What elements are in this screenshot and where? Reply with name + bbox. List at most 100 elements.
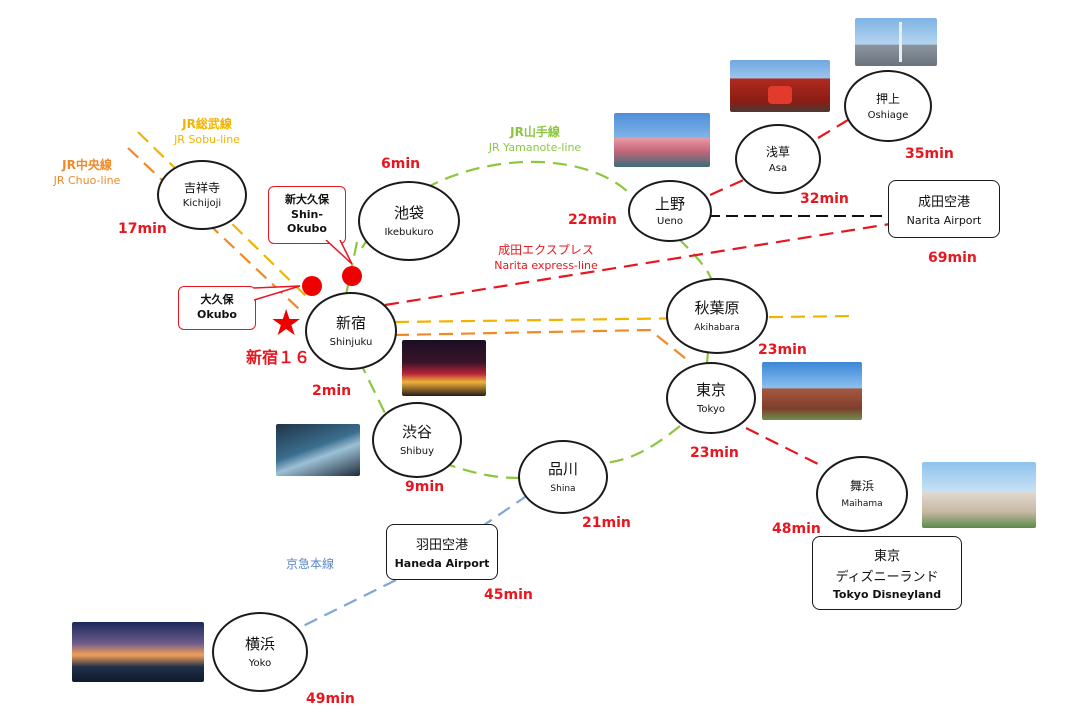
asakusa-kaminarimon-photo	[730, 60, 830, 112]
shibuya-en: Shibuy	[399, 446, 435, 458]
maihama-jp: 舞浜	[849, 479, 874, 493]
ueno-en: Ueno	[657, 216, 683, 228]
time-haneda: 45min	[484, 587, 533, 603]
station-yokohama[interactable]: 横浜 Yoko	[212, 612, 308, 692]
shin-okubo-jp: 新大久保	[285, 192, 329, 206]
station-shinjuku[interactable]: 新宿 Shinjuku	[305, 292, 397, 370]
shin-okubo-dot	[342, 266, 362, 286]
oshiage-jp: 押上	[875, 91, 900, 106]
time-shinjuku-shibuya: 2min	[312, 383, 352, 399]
shin-okubo-en2: Okubo	[287, 222, 327, 236]
narita-express-label: 成田エクスプレス Narita express-line	[476, 243, 616, 273]
shin-okubo-en1: Shin-	[291, 207, 323, 221]
station-ikebukuro[interactable]: 池袋 Ikebukuro	[358, 181, 460, 261]
shin-okubo-pointer	[325, 240, 353, 265]
haneda-jp: 羽田空港	[415, 538, 468, 553]
station-ueno[interactable]: 上野 Ueno	[628, 180, 712, 242]
kichijoji-jp: 吉祥寺	[183, 181, 220, 195]
narita-express-en: Narita express-line	[494, 258, 598, 272]
shinjuku-night-photo	[402, 340, 486, 396]
okubo-callout: 大久保 Okubo	[178, 286, 256, 330]
shinagawa-en: Shina	[550, 483, 576, 494]
station-akihabara[interactable]: 秋葉原 Akihabara	[666, 278, 768, 354]
narita-express-line	[384, 222, 891, 307]
narita-en: Narita Airport	[906, 214, 982, 227]
akihabara-en: Akihabara	[694, 322, 740, 333]
hotel-label: 新宿１６	[246, 348, 311, 367]
narita-express-jp: 成田エクスプレス	[498, 243, 594, 257]
okubo-dot	[302, 276, 322, 296]
time-narita: 69min	[928, 250, 977, 266]
yamanote-line-en: JR Yamanote-line	[488, 140, 582, 154]
box-narita-airport[interactable]: 成田空港 Narita Airport	[888, 180, 1000, 238]
shin-okubo-callout: 新大久保 Shin- Okubo	[268, 186, 346, 244]
tokyo-en: Tokyo	[697, 404, 725, 416]
asakusa-route	[709, 176, 749, 197]
ikebukuro-jp: 池袋	[393, 203, 424, 222]
sobu-line-jp: JR総武線	[182, 117, 232, 131]
shinjuku-en: Shinjuku	[329, 337, 373, 349]
box-haneda-airport[interactable]: 羽田空港 Haneda Airport	[386, 524, 498, 580]
akihabara-jp: 秋葉原	[694, 299, 740, 318]
chuo-line-label: JR中央線 JR Chuo-line	[32, 158, 142, 188]
time-shibuya: 9min	[405, 479, 445, 495]
shibuya-jp: 渋谷	[401, 422, 432, 441]
disney-jp1: 東京	[873, 549, 900, 564]
okubo-jp: 大久保	[200, 293, 234, 307]
time-ueno: 22min	[568, 212, 617, 228]
time-shinagawa: 21min	[582, 515, 631, 531]
tokyo-station-photo	[762, 362, 862, 420]
time-tokyo: 23min	[690, 445, 739, 461]
yamanote-line-jp: JR山手線	[510, 125, 560, 139]
keikyu-line-jp: 京急本線	[285, 557, 334, 571]
chuo-line-jp: JR中央線	[62, 158, 112, 172]
station-shinagawa[interactable]: 品川 Shina	[518, 440, 608, 514]
station-asakusa[interactable]: 浅草 Asa	[735, 124, 821, 194]
time-maihama: 48min	[772, 521, 821, 537]
disney-jp2: ディズニーランド	[835, 570, 939, 585]
oshiage-route	[817, 113, 859, 139]
ueno-jp: 上野	[654, 194, 685, 213]
station-tokyo[interactable]: 東京 Tokyo	[666, 362, 756, 434]
time-yokohama: 49min	[306, 691, 355, 707]
yokohama-night-photo	[72, 622, 204, 682]
box-tokyo-disneyland[interactable]: 東京 ディズニーランド Tokyo Disneyland	[812, 536, 962, 610]
shibuya-crossing-photo	[276, 424, 360, 476]
sobu-line-en: JR Sobu-line	[174, 132, 240, 146]
time-oshiage: 35min	[905, 146, 954, 162]
kichijoji-en: Kichijoji	[182, 198, 222, 209]
oshiage-en: Oshiage	[867, 109, 909, 121]
time-ikebukuro: 6min	[381, 156, 421, 172]
time-akihabara: 23min	[758, 342, 807, 358]
okubo-en: Okubo	[197, 308, 237, 321]
disneyland-photo	[922, 462, 1036, 528]
ikebukuro-en: Ikebukuro	[384, 227, 434, 239]
asakusa-jp: 浅草	[765, 144, 790, 159]
disney-en: Tokyo Disneyland	[832, 588, 942, 601]
yokohama-jp: 横浜	[244, 634, 275, 653]
maihama-route	[745, 427, 823, 467]
asakusa-en: Asa	[768, 162, 788, 174]
chuo-line	[127, 147, 691, 363]
ueno-park-photo	[614, 113, 710, 167]
shinagawa-jp: 品川	[547, 460, 578, 479]
hotel-star-icon: ★	[270, 303, 303, 344]
station-shibuya[interactable]: 渋谷 Shibuy	[372, 402, 462, 478]
yokohama-en: Yoko	[248, 658, 272, 670]
okubo-pointer	[254, 285, 301, 301]
narita-jp: 成田空港	[917, 195, 970, 210]
oshiage-skytree-photo	[855, 18, 937, 66]
station-kichijoji[interactable]: 吉祥寺 Kichijoji	[157, 160, 247, 230]
keikyu-line-label: 京急本線	[270, 557, 350, 573]
maihama-en: Maihama	[841, 499, 883, 509]
tokyo-jp: 東京	[695, 380, 726, 399]
time-asakusa: 32min	[800, 191, 849, 207]
time-kichijoji: 17min	[118, 221, 167, 237]
shinjuku-jp: 新宿	[335, 313, 366, 332]
station-maihama[interactable]: 舞浜 Maihama	[816, 456, 908, 532]
station-oshiage[interactable]: 押上 Oshiage	[844, 70, 932, 142]
sobu-line-label: JR総武線 JR Sobu-line	[152, 117, 262, 147]
yamanote-line-label: JR山手線 JR Yamanote-line	[470, 125, 600, 155]
